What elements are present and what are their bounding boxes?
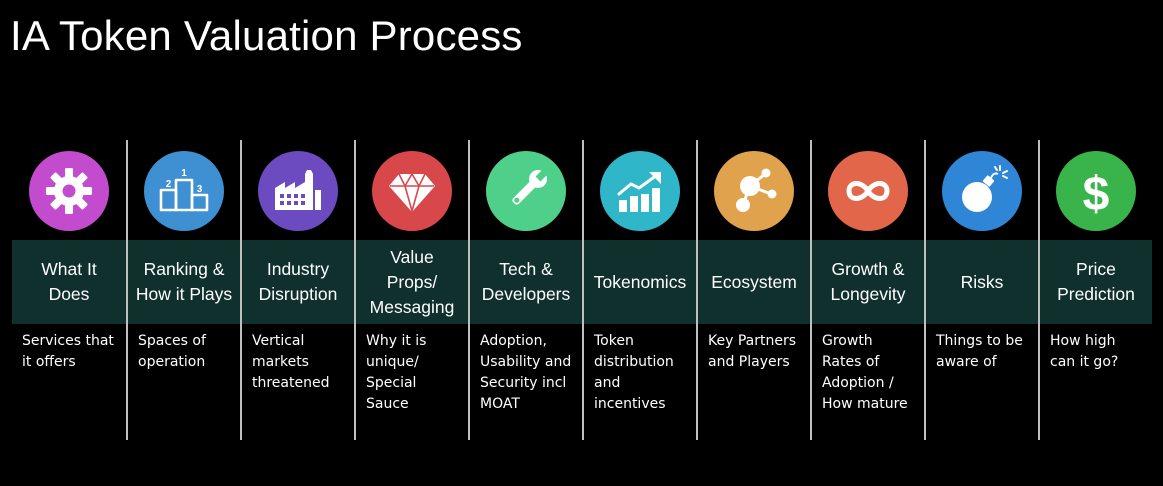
column-title: Ecosystem bbox=[711, 271, 797, 292]
podium-number: 3 bbox=[197, 184, 203, 195]
column-title: Tech &Developers bbox=[481, 259, 571, 304]
icon-circle bbox=[372, 151, 452, 231]
podium-number: 2 bbox=[166, 179, 172, 190]
wrench-icon bbox=[512, 169, 548, 205]
icon-circle bbox=[942, 151, 1022, 231]
icon-circle bbox=[714, 151, 794, 231]
diamond-icon bbox=[389, 173, 435, 212]
icon-circle bbox=[600, 151, 680, 231]
icon-circle bbox=[486, 151, 566, 231]
icon-circle: $ bbox=[1056, 151, 1136, 231]
factory-icon bbox=[275, 170, 321, 210]
bomb-icon bbox=[962, 165, 1008, 212]
dollar-symbol: $ bbox=[1083, 168, 1110, 218]
column-title: Risks bbox=[960, 271, 1004, 292]
icon-circle bbox=[828, 151, 908, 231]
infinity-icon bbox=[846, 181, 890, 201]
icon-circle bbox=[258, 151, 338, 231]
page-title: IA Token Valuation Process bbox=[10, 12, 523, 59]
column-title: Growth &Longevity bbox=[830, 259, 906, 304]
icon-circle: 1 2 3 bbox=[144, 151, 224, 231]
network-icon bbox=[736, 168, 777, 212]
column-title: Tokenomics bbox=[593, 271, 687, 292]
icon-circle bbox=[29, 151, 109, 231]
gear-icon bbox=[46, 168, 92, 214]
dollar-icon: $ bbox=[1083, 168, 1110, 218]
podium-icon: 1 2 3 bbox=[159, 168, 209, 212]
column-title: Ranking &How it Plays bbox=[135, 259, 233, 304]
growth-chart-icon bbox=[617, 172, 661, 212]
podium-number: 1 bbox=[181, 168, 187, 179]
